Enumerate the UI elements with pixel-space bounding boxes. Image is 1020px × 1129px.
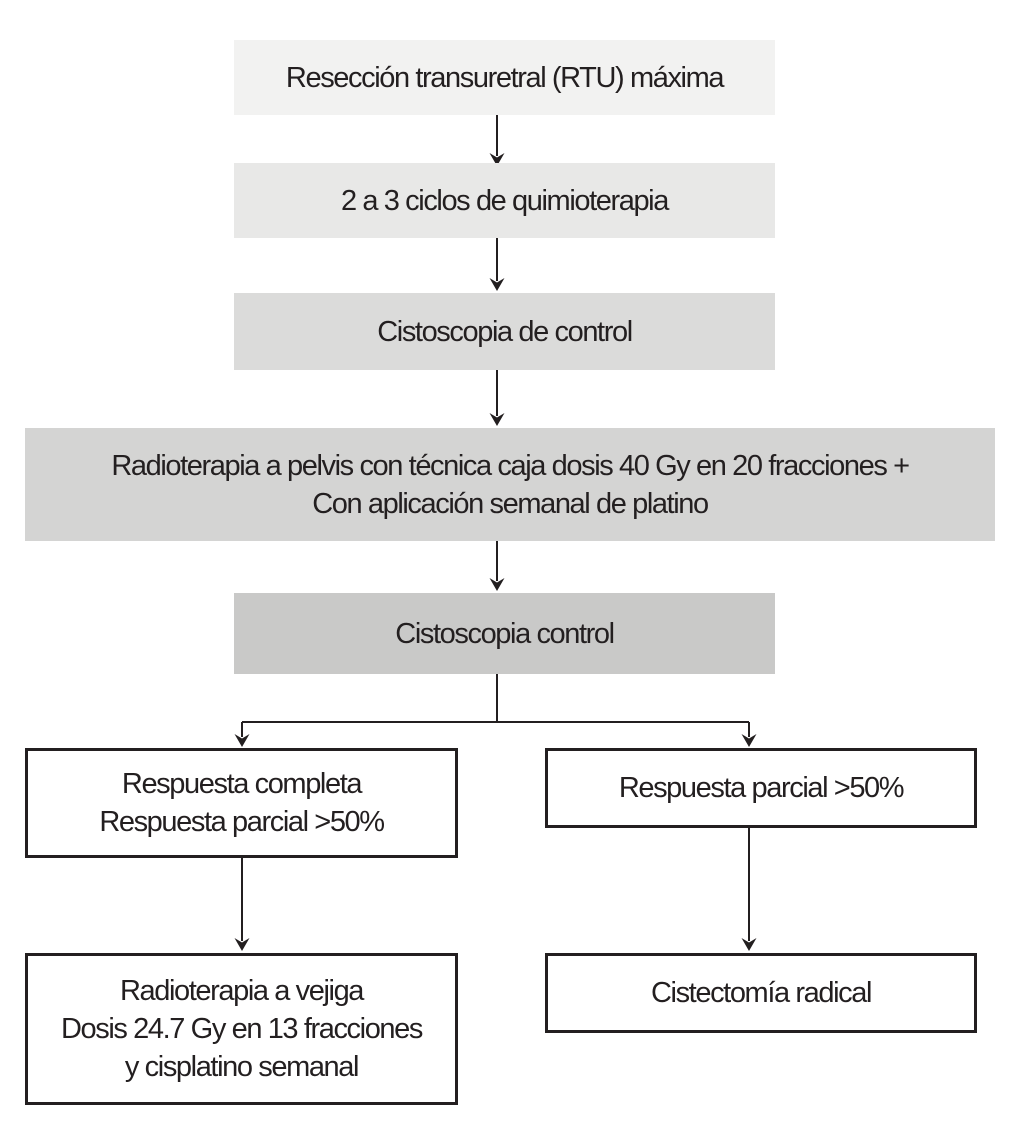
edge-quimioterapia-cistoscopia bbox=[489, 238, 505, 291]
node-radioterapia-vejiga: Radioterapia a vejiga Dosis 24.7 Gy en 1… bbox=[25, 953, 458, 1105]
node-cistoscopia-control: Cistoscopia de control bbox=[234, 293, 775, 370]
node-radioterapia-vejiga-line1: Radioterapia a vejiga bbox=[119, 975, 364, 1007]
node-respuesta-parcial: Respuesta parcial >50% bbox=[545, 748, 977, 828]
node-cistoscopia-control-label: Cistoscopia de control bbox=[377, 315, 633, 348]
edge-branch-split bbox=[234, 674, 757, 747]
edge-cistoscopia-radioterapia bbox=[489, 370, 505, 426]
node-radioterapia-pelvis-line1: Radioterapia a pelvis con técnica caja d… bbox=[111, 449, 910, 482]
edge-respuesta-completa-radioterapia-vejiga bbox=[234, 858, 250, 951]
edge-rtu-quimioterapia bbox=[489, 115, 505, 166]
node-cistoscopia-control-2: Cistoscopia control bbox=[234, 593, 775, 674]
edge-radioterapia-cistoscopia2 bbox=[489, 541, 505, 591]
node-cistectomia-radical: Cistectomía radical bbox=[545, 953, 977, 1033]
node-respuesta-completa: Respuesta completa Respuesta parcial >50… bbox=[25, 748, 458, 858]
node-cistectomia-radical-label: Cistectomía radical bbox=[651, 977, 872, 1009]
node-respuesta-completa-line1: Respuesta completa bbox=[121, 768, 363, 800]
node-quimioterapia: 2 a 3 ciclos de quimioterapia bbox=[234, 163, 775, 238]
node-cistoscopia-control-2-label: Cistoscopia control bbox=[395, 617, 615, 650]
node-radioterapia-vejiga-line2: Dosis 24.7 Gy en 13 fracciones bbox=[61, 1013, 423, 1045]
node-rtu: Resección transuretral (RTU) máxima bbox=[234, 40, 775, 115]
node-quimioterapia-label: 2 a 3 ciclos de quimioterapia bbox=[341, 184, 669, 217]
node-radioterapia-pelvis-line2: Con aplicación semanal de platino bbox=[312, 487, 709, 520]
node-respuesta-parcial-label: Respuesta parcial >50% bbox=[618, 772, 905, 804]
node-radioterapia-pelvis: Radioterapia a pelvis con técnica caja d… bbox=[25, 428, 995, 541]
node-radioterapia-vejiga-line3: y cisplatino semanal bbox=[124, 1051, 360, 1083]
node-respuesta-completa-line2: Respuesta parcial >50% bbox=[99, 806, 385, 838]
edge-respuesta-parcial-cistectomia bbox=[741, 828, 757, 951]
node-rtu-label: Resección transuretral (RTU) máxima bbox=[285, 61, 725, 94]
